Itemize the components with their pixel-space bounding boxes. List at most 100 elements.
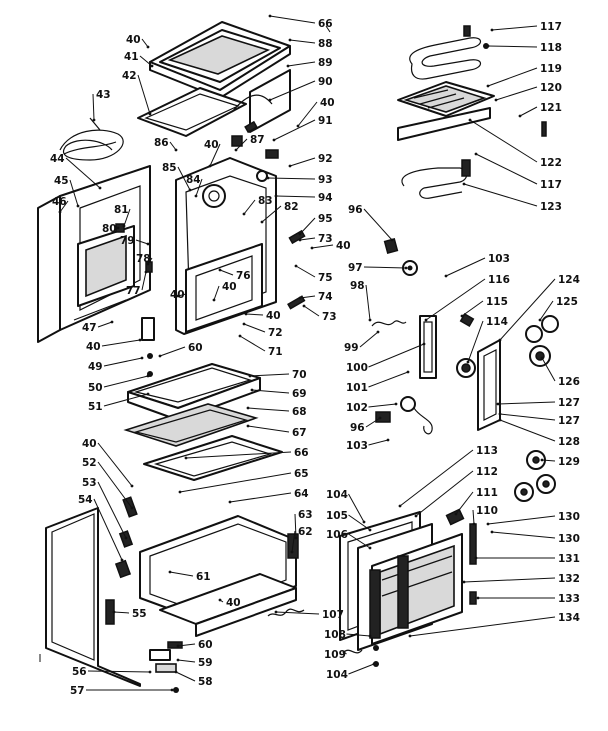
leader-end-43 [92,118,96,122]
leader-line-60 [159,346,186,357]
leader-line-127 [497,401,556,405]
leader-line-40 [213,285,220,301]
callout-80: 80 [102,223,117,235]
leader-line-72 [243,323,266,333]
callout-109: 109 [324,649,346,661]
callout-40: 40 [320,97,335,109]
callout-123: 123 [540,201,562,213]
callout-70: 70 [292,369,307,381]
callout-117: 117 [540,21,562,33]
leader-end-77 [144,270,148,274]
leader-end-40 [130,484,134,488]
leader-line-126 [541,357,556,382]
callout-99: 99 [344,342,359,354]
control-panel-assembly [371,237,559,502]
callout-53: 53 [82,477,97,489]
leader-line-91 [273,119,316,141]
callout-63: 63 [298,509,313,521]
leader-end-102 [394,402,398,406]
callout-133: 133 [558,593,580,605]
leader-line-119 [487,67,538,87]
callout-72: 72 [268,327,283,339]
leader-line-71 [239,335,266,352]
leader-end-59 [176,658,180,662]
leader-line-95 [299,217,316,235]
leader-end-40 [138,338,142,342]
callout-40: 40 [82,438,97,450]
top-frame-assembly [137,21,291,137]
callout-67: 67 [292,427,307,439]
leader-line-70 [249,373,290,377]
leader-end-93 [266,176,270,180]
leader-end-56 [148,670,152,674]
callout-64: 64 [294,488,309,500]
leader-end-80 [116,226,120,230]
leader-end-131 [474,556,478,560]
leader-line-104 [348,493,365,523]
leader-line-85 [177,166,191,191]
callout-103: 103 [488,253,510,265]
oven-cavity-assembly [175,157,277,335]
leader-line-129 [541,459,556,462]
leader-line-120 [495,86,538,101]
leader-end-72 [242,322,246,326]
callout-97: 97 [348,262,363,274]
callout-81: 81 [114,204,129,216]
callout-132: 132 [558,573,580,585]
callout-73: 73 [318,233,333,245]
callout-73: 73 [322,311,337,323]
leader-end-99 [376,330,380,334]
callout-83: 83 [258,195,273,207]
leader-line-52 [97,461,133,509]
leader-end-68 [246,406,250,410]
leader-end-112 [414,514,418,518]
leader-line-103 [445,257,486,277]
leader-line-104 [348,663,375,675]
callout-134: 134 [558,612,580,624]
callout-66: 66 [294,447,309,459]
callout-49: 49 [88,361,103,373]
leader-end-51 [146,392,150,396]
scan-marks [39,25,331,662]
callout-42: 42 [122,70,137,82]
callout-76: 76 [236,270,251,282]
callout-68: 68 [292,406,307,418]
leader-line-83 [243,199,256,215]
callout-117: 117 [540,179,562,191]
callout-65: 65 [294,468,309,480]
leader-end-129 [540,458,544,462]
leader-line-40 [311,244,334,249]
leader-line-51 [103,393,149,407]
leader-end-40 [310,246,314,250]
callout-127: 127 [558,397,580,409]
callout-127: 127 [558,415,580,427]
callout-100: 100 [346,362,368,374]
leader-end-40 [212,298,216,302]
leader-line-77 [141,271,147,291]
leader-end-73 [298,238,302,242]
leader-line-75 [295,265,316,278]
leader-end-133 [476,596,480,600]
leader-line-96 [363,208,393,241]
leader-end-116 [424,318,428,322]
leader-end-40 [244,312,248,316]
leader-end-47 [110,320,114,324]
leader-line-101 [368,371,409,388]
callout-40: 40 [170,289,185,301]
leader-line-98 [365,284,371,321]
leader-end-97 [404,266,408,270]
leader-line-107 [275,611,320,615]
leader-line-40 [101,339,141,347]
leader-line-111 [455,491,474,515]
leader-line-113 [399,449,474,507]
leader-end-114 [466,360,470,364]
leader-line-81 [123,208,131,227]
leader-end-83 [242,212,246,216]
leader-end-85 [188,188,192,192]
leader-end-40 [208,164,212,168]
leader-line-40 [141,38,149,48]
callout-91: 91 [318,115,333,127]
leader-line-87 [235,138,248,151]
callout-98: 98 [350,280,365,292]
callout-62: 62 [298,526,313,538]
